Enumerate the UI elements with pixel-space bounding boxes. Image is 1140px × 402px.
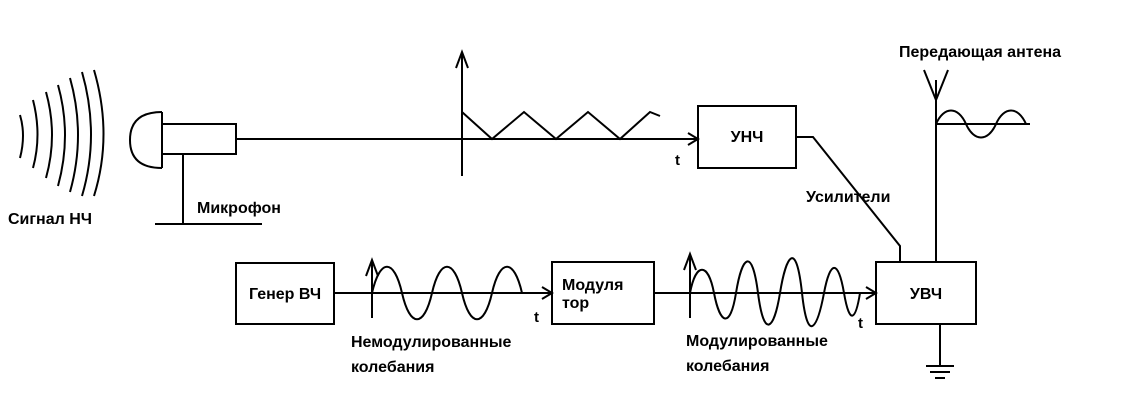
axis-t-mod: t <box>858 315 863 332</box>
axis-t-top: t <box>675 152 680 169</box>
modulated-wave <box>689 257 861 328</box>
label-modulated-1: Модулированные <box>686 333 828 350</box>
block-modulator-label-2: тор <box>562 295 589 312</box>
antenna-icon <box>923 69 1030 262</box>
antenna-wave <box>935 109 1027 139</box>
label-unmodulated-1: Немодулированные <box>351 334 512 351</box>
unch-to-uvch-line <box>796 136 901 262</box>
label-amplifiers: Усилители <box>806 189 890 206</box>
label-unmodulated-2: колебания <box>351 359 434 376</box>
label-signal-lf: Сигнал НЧ <box>8 211 92 228</box>
unmodulated-wave <box>371 265 523 321</box>
ground-icon <box>926 324 954 379</box>
sound-waves <box>19 69 105 197</box>
block-uvch-label: УВЧ <box>910 286 942 303</box>
label-modulated-2: колебания <box>686 358 769 375</box>
block-generator-label: Генер ВЧ <box>249 286 321 303</box>
label-microphone: Микрофон <box>197 200 281 217</box>
lf-sawtooth-wave <box>461 110 661 141</box>
lf-waveform-axis <box>455 49 661 176</box>
block-unch-label: УНЧ <box>731 129 764 146</box>
block-uvch <box>875 261 977 325</box>
label-transmit-antenna: Передающая антена <box>899 44 1061 61</box>
lf-signal-line <box>236 132 700 146</box>
axis-t-unmod: t <box>534 309 539 326</box>
block-modulator-label-1: Модуля <box>562 277 623 294</box>
